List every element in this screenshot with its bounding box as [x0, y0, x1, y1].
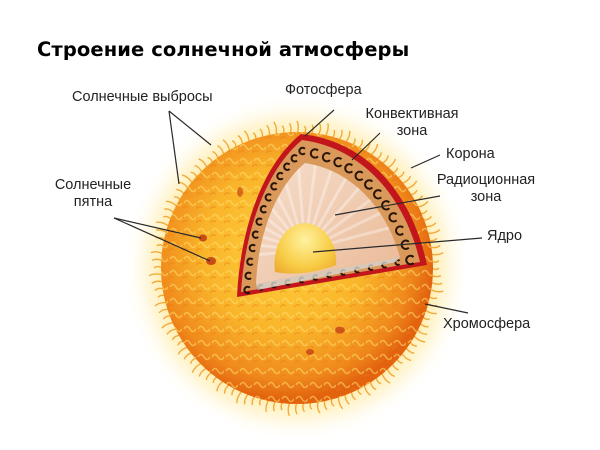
core [274, 223, 337, 274]
leader-convective [351, 132, 381, 161]
label-chromosphere: Хромосфера [443, 316, 531, 332]
convection-cell [255, 217, 263, 226]
convection-cell [333, 156, 343, 168]
leader-lines [113, 109, 483, 314]
sunspot [306, 349, 314, 355]
convection-cell [244, 271, 252, 280]
convection-cell [405, 254, 415, 266]
label-convective-zone: Конвективная зона [360, 106, 464, 140]
convection-cell [309, 148, 319, 159]
convection-cell [321, 151, 331, 163]
label-photosphere: Фотосфера [285, 82, 362, 98]
leader-corona [410, 154, 441, 169]
leader-flares-2 [168, 110, 180, 185]
label-radiative-line1: Радиоционная [436, 172, 536, 188]
convection-cell [259, 205, 267, 214]
convection-cell [388, 212, 398, 223]
leader-core [312, 237, 483, 253]
convection-cell [394, 259, 401, 266]
convection-cell [264, 193, 272, 202]
convection-cell [270, 182, 278, 191]
label-radiative-line2: зона [470, 189, 502, 205]
convection-cell [290, 154, 298, 163]
label-corona: Корона [446, 146, 495, 162]
sunspot [335, 326, 345, 334]
label-convective-line1: Конвективная [365, 106, 459, 122]
convection-cell [381, 200, 391, 211]
diagram-title: Строение солнечной атмосферы [37, 38, 410, 61]
sunspot [199, 234, 207, 242]
convection-cell [344, 163, 354, 174]
cut-floor [256, 257, 400, 290]
convection-cell [364, 179, 374, 190]
label-sunspots: Солнечные пятна [50, 177, 136, 211]
label-solar-flares: Солнечные выбросы [72, 89, 213, 105]
sunspots [199, 187, 345, 355]
convection-cell [243, 285, 251, 295]
convection-cell [395, 225, 404, 236]
leader-flares-1 [168, 110, 212, 146]
convection-cell [248, 243, 256, 253]
convection-cell [298, 146, 306, 156]
convection-cell [246, 257, 254, 266]
convection-cell [276, 171, 284, 181]
label-convective-line2: зона [396, 123, 428, 139]
sunspot [206, 257, 216, 265]
leader-photosphere [304, 109, 335, 137]
convection-cell [354, 170, 364, 182]
label-sunspots-line1: Солнечные [54, 177, 132, 193]
convection-cell [251, 230, 259, 239]
convection-cell [283, 162, 291, 171]
leader-sunspots-1 [113, 217, 202, 239]
convection-cell [373, 189, 382, 200]
label-core: Ядро [487, 228, 523, 244]
leader-radiative [334, 195, 441, 216]
leader-sunspots-2 [113, 217, 211, 262]
leader-chromosphere [424, 303, 469, 314]
label-sunspots-line2: пятна [73, 194, 113, 210]
label-radiative-zone: Радиоционная зона [430, 172, 542, 206]
sunspot [237, 187, 243, 197]
